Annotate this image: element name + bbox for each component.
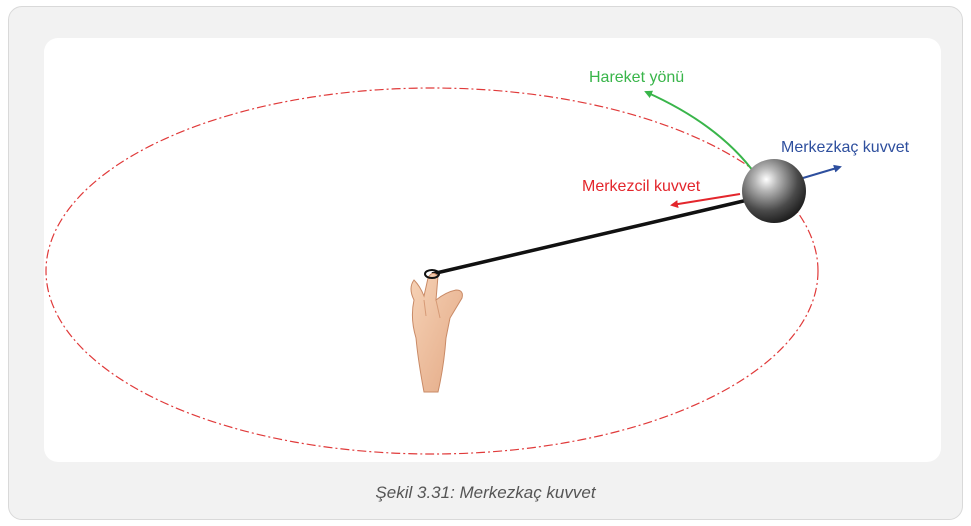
centripetal-force-label: Merkezcil kuvvet — [582, 178, 701, 195]
string — [431, 197, 753, 276]
finger-ring — [424, 269, 440, 279]
centripetal-force-arrow — [670, 193, 741, 208]
figure-caption: Şekil 3.31: Merkezkaç kuvvet — [375, 483, 596, 502]
orbit-path — [45, 87, 819, 455]
motion-direction-label: Hareket yönü — [589, 69, 684, 86]
motion-direction-arrow — [644, 90, 757, 176]
hand-icon — [410, 269, 463, 393]
figure-panel — [44, 38, 941, 462]
centrifugal-force-arrow — [802, 164, 842, 179]
ball-icon — [742, 159, 806, 223]
centrifugal-force-label: Merkezkaç kuvvet — [781, 139, 910, 156]
